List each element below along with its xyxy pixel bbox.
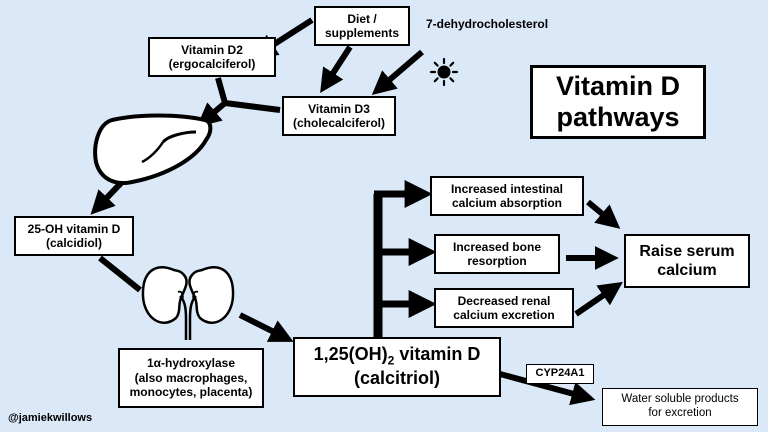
node-raise-serum-calcium: Raise serum calcium: [624, 234, 750, 288]
calcitriol-line-2: (calcitriol): [353, 368, 441, 389]
diet-line-1: Diet /: [347, 11, 377, 26]
node-calcidiol: 25-OH vitamin D (calcidiol): [14, 216, 134, 256]
node-water-soluble-products: Water soluble products for excretion: [602, 388, 758, 426]
d3-line-2: (cholecalciferol): [292, 116, 386, 130]
hydroxylase-line-2: (also macrophages,: [134, 370, 248, 385]
node-1a-hydroxylase: 1α-hydroxylase (also macrophages, monocy…: [118, 348, 264, 408]
sun-icon: [429, 57, 459, 87]
water-line-1: Water soluble products: [621, 393, 739, 406]
calcitriol-line-1: 1,25(OH)2 vitamin D: [313, 344, 481, 368]
hydroxylase-line-1: 1α-hydroxylase: [146, 356, 236, 371]
node-vitamin-d2: Vitamin D2 (ergocalciferol): [148, 37, 276, 77]
node-bone-resorption: Increased bone resorption: [434, 234, 560, 274]
arrow-renal-to-serum: [574, 281, 623, 317]
node-calcitriol: 1,25(OH)2 vitamin D (calcitriol): [293, 337, 501, 397]
d2-line-2: (ergocalciferol): [168, 57, 256, 71]
arrow-dhc-to-d3: [371, 49, 424, 96]
intestinal-line-2: calcium absorption: [451, 196, 562, 210]
calcidiol-line-2: (calcidiol): [45, 236, 102, 250]
renal-line-1: Decreased renal: [457, 293, 551, 308]
node-diet-supplements: Diet / supplements: [314, 6, 410, 46]
kidneys-icon: [141, 266, 235, 340]
cyp-label: CYP24A1: [535, 367, 585, 380]
node-renal-excretion: Decreased renal calcium excretion: [434, 288, 574, 328]
connector-d2-junction: [215, 77, 228, 104]
node-intestinal-absorption: Increased intestinal calcium absorption: [430, 176, 584, 216]
diagram-title: Vitamin D pathways: [530, 65, 706, 139]
serum-line-2: calcium: [657, 262, 717, 279]
connector-d3-junction: [224, 100, 281, 113]
bone-line-1: Increased bone: [452, 239, 542, 254]
intestinal-line-1: Increased intestinal: [450, 181, 564, 196]
hydroxylase-line-3: monocytes, placenta): [129, 385, 253, 400]
water-line-2: for excretion: [648, 407, 712, 419]
arrow-calcitriol-to-water: [499, 371, 596, 406]
arrow-liver-to-calcidiol: [90, 179, 125, 215]
title-line-1: Vitamin D: [555, 70, 681, 101]
author-credit: @jamiekwillows: [8, 412, 93, 424]
arrow-junction-to-liver: [196, 100, 227, 127]
arrow-diet-to-d3: [320, 45, 353, 94]
connector-calcidiol-kidney: [98, 255, 142, 293]
renal-line-2: calcium excretion: [453, 308, 555, 322]
diet-line-2: supplements: [324, 26, 399, 40]
node-cyp24a1: CYP24A1: [526, 364, 594, 384]
node-vitamin-d3: Vitamin D3 (cholecalciferol): [282, 96, 396, 136]
liver-icon: [93, 113, 213, 185]
title-line-2: pathways: [556, 102, 680, 132]
calcidiol-line-1: 25-OH vitamin D: [27, 221, 121, 236]
serum-line-1: Raise serum: [639, 242, 735, 260]
d3-line-1: Vitamin D3: [308, 101, 370, 116]
bone-line-2: resorption: [467, 254, 527, 268]
arrow-kidney-to-calcitriol: [238, 312, 294, 342]
d2-line-1: Vitamin D2: [181, 42, 243, 57]
node-7-dehydrocholesterol: 7-dehydrocholesterol: [426, 17, 549, 31]
arrow-intestinal-to-serum: [586, 199, 621, 229]
